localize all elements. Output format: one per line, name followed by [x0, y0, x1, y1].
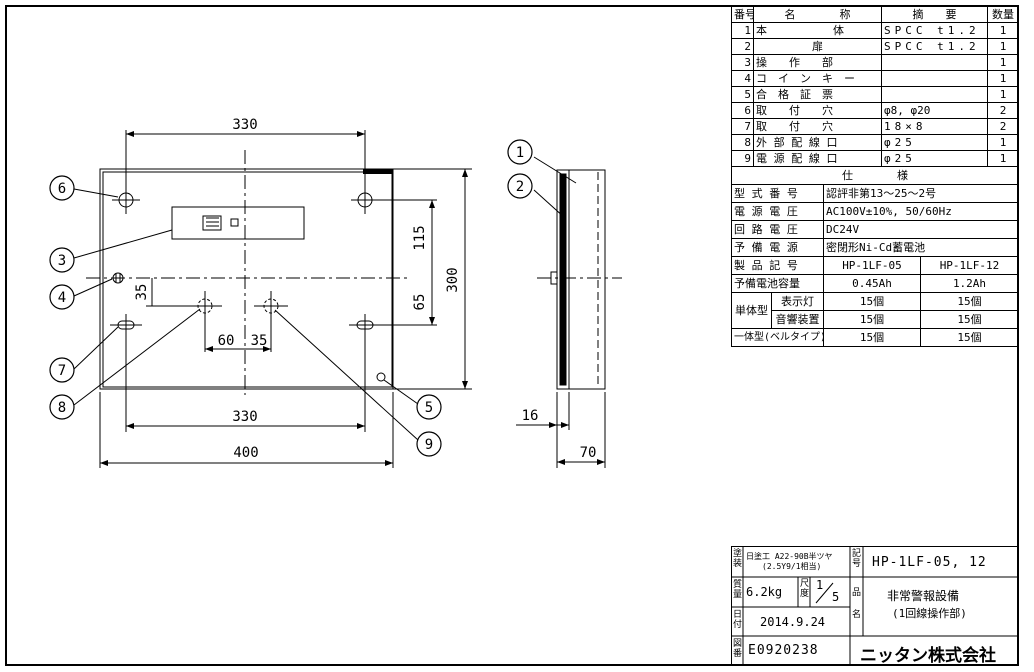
balloon-5 — [416, 394, 442, 420]
dim-door: 16 — [522, 408, 539, 424]
balloon-9 — [416, 431, 442, 457]
dim-bottom-width: 330 — [232, 409, 257, 425]
balloon-label-6: 6 — [58, 181, 66, 197]
header-spec: 摘 要 — [881, 6, 988, 23]
balloon-label-3: 3 — [58, 253, 66, 269]
dim-right-lower: 65 — [412, 294, 428, 311]
dim-hole-offset: 35 — [251, 333, 268, 349]
cabinet-body — [99, 168, 394, 390]
dim-overall-width: 400 — [233, 445, 258, 461]
dim-depth: 70 — [580, 445, 597, 461]
model-code: HP-1LF-05, 12 — [872, 555, 987, 570]
balloon-6 — [49, 175, 75, 201]
scale-numerator: 1 — [816, 578, 824, 592]
spec-header: 仕 様 — [731, 166, 1019, 185]
weight-value: 6.2kg — [746, 585, 783, 599]
balloon-3 — [49, 247, 75, 273]
balloon-7 — [49, 357, 75, 383]
product-sub: (1回線操作部) — [892, 607, 967, 620]
title-block-grid — [732, 547, 1019, 666]
dim-top-width: 330 — [232, 117, 257, 133]
header-name: 名 称 — [753, 6, 882, 23]
balloon-1 — [507, 139, 533, 165]
table-row: 型 式 番 号認評非第13～25～2号 — [731, 184, 1019, 203]
code-label: 記号 — [851, 549, 861, 569]
drawing-no-label: 図番 — [732, 639, 742, 659]
dim-hole-pitch: 60 — [218, 333, 235, 349]
header-no: 番号 — [731, 6, 754, 23]
cabinet-door — [102, 171, 393, 388]
balloon-8 — [49, 394, 75, 420]
balloon-label-4: 4 — [58, 290, 66, 306]
scale-denominator: 5 — [832, 590, 840, 604]
balloon-2 — [507, 173, 533, 199]
balloons — [49, 139, 533, 457]
product-name: 非常警報設備 — [887, 589, 960, 603]
drawing-number: E0920238 — [748, 643, 819, 658]
balloon-label-2: 2 — [516, 179, 524, 195]
side-view — [516, 156, 622, 468]
balloon-label-1: 1 — [516, 145, 524, 161]
date-value: 2014.9.24 — [760, 615, 826, 629]
front-dimensions — [73, 130, 472, 468]
balloon-4 — [49, 284, 75, 310]
dim-right-upper: 115 — [412, 225, 428, 250]
dim-height: 300 — [445, 267, 461, 292]
dim-left-vertical: 35 — [134, 284, 150, 301]
coating-sub: (2.5Y9/1相当) — [762, 562, 822, 571]
weight-label: 質量 — [732, 580, 742, 600]
product-name-label: 品名 — [851, 588, 861, 620]
certificate-label — [376, 372, 386, 382]
scale-label: 尺度 — [799, 579, 809, 599]
balloon-label-7: 7 — [58, 363, 66, 379]
coin-key — [112, 272, 124, 284]
coating-label: 塗装 — [732, 549, 742, 569]
balloon-label-8: 8 — [58, 400, 66, 416]
front-view — [86, 150, 409, 395]
table-row: 予 備 電 源密閉形Ni-Cd蓄電池 — [731, 238, 1019, 257]
header-qty: 数量 — [987, 6, 1019, 23]
date-label: 日付 — [732, 610, 742, 630]
operation-panel — [171, 206, 305, 240]
balloon-label-9: 9 — [425, 437, 433, 453]
title-block: 塗装 日塗工 A22-90B半ツヤ (2.5Y9/1相当) 記号 HP-1LF-… — [731, 546, 1019, 666]
coating-value: 日塗工 A22-90B半ツヤ — [746, 552, 833, 561]
company-logo: ニッタン株式会社 — [860, 646, 996, 666]
balloon-label-5: 5 — [425, 400, 433, 416]
